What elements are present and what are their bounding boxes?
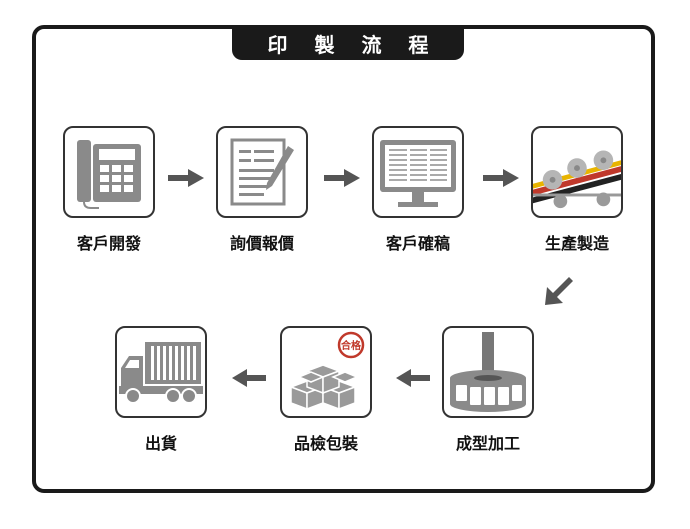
step-customer-proof: 客戶確稿 (368, 126, 468, 254)
arrow-left-icon (396, 369, 430, 387)
step-label: 客戶確稿 (385, 234, 450, 253)
step-inspection-packaging: 合格 品檢包裝 (276, 326, 376, 454)
step-box (531, 126, 623, 218)
page-title: 印 製 流 程 (232, 26, 464, 60)
truck-icon (119, 342, 203, 404)
step-production: 生產製造 (527, 126, 627, 254)
boxes-stamp-icon: 合格 (288, 331, 365, 411)
step-label: 客戶開發 (76, 234, 141, 253)
step-box (372, 126, 464, 218)
arrow-right-icon (168, 169, 204, 187)
arrow-right-icon (324, 169, 360, 187)
quote-form-icon (230, 138, 294, 206)
step-inquiry-quotation: 詢價報價 (212, 126, 312, 254)
step-shipping: 出貨 (111, 326, 211, 454)
step-box: 合格 (280, 326, 372, 418)
step-label: 成型加工 (455, 434, 520, 453)
arrow-right-icon (483, 169, 519, 187)
step-box (63, 126, 155, 218)
step-label: 生產製造 (544, 234, 609, 253)
arrow-down-left-icon (545, 277, 573, 305)
step-label: 詢價報價 (229, 234, 294, 253)
step-box (442, 326, 534, 418)
label-roll-icon (450, 332, 526, 412)
pass-stamp-text: 合格 (340, 339, 362, 352)
monitor-proof-icon (380, 140, 456, 207)
step-box (115, 326, 207, 418)
printing-rollers-icon (533, 150, 621, 209)
step-label: 品檢包裝 (293, 434, 358, 453)
arrow-left-icon (232, 369, 266, 387)
step-label: 出貨 (144, 434, 177, 453)
step-customer-development: 客戶開發 (59, 126, 159, 254)
step-box (216, 126, 308, 218)
telephone-icon (77, 140, 141, 209)
step-forming-processing: 成型加工 (438, 326, 538, 454)
